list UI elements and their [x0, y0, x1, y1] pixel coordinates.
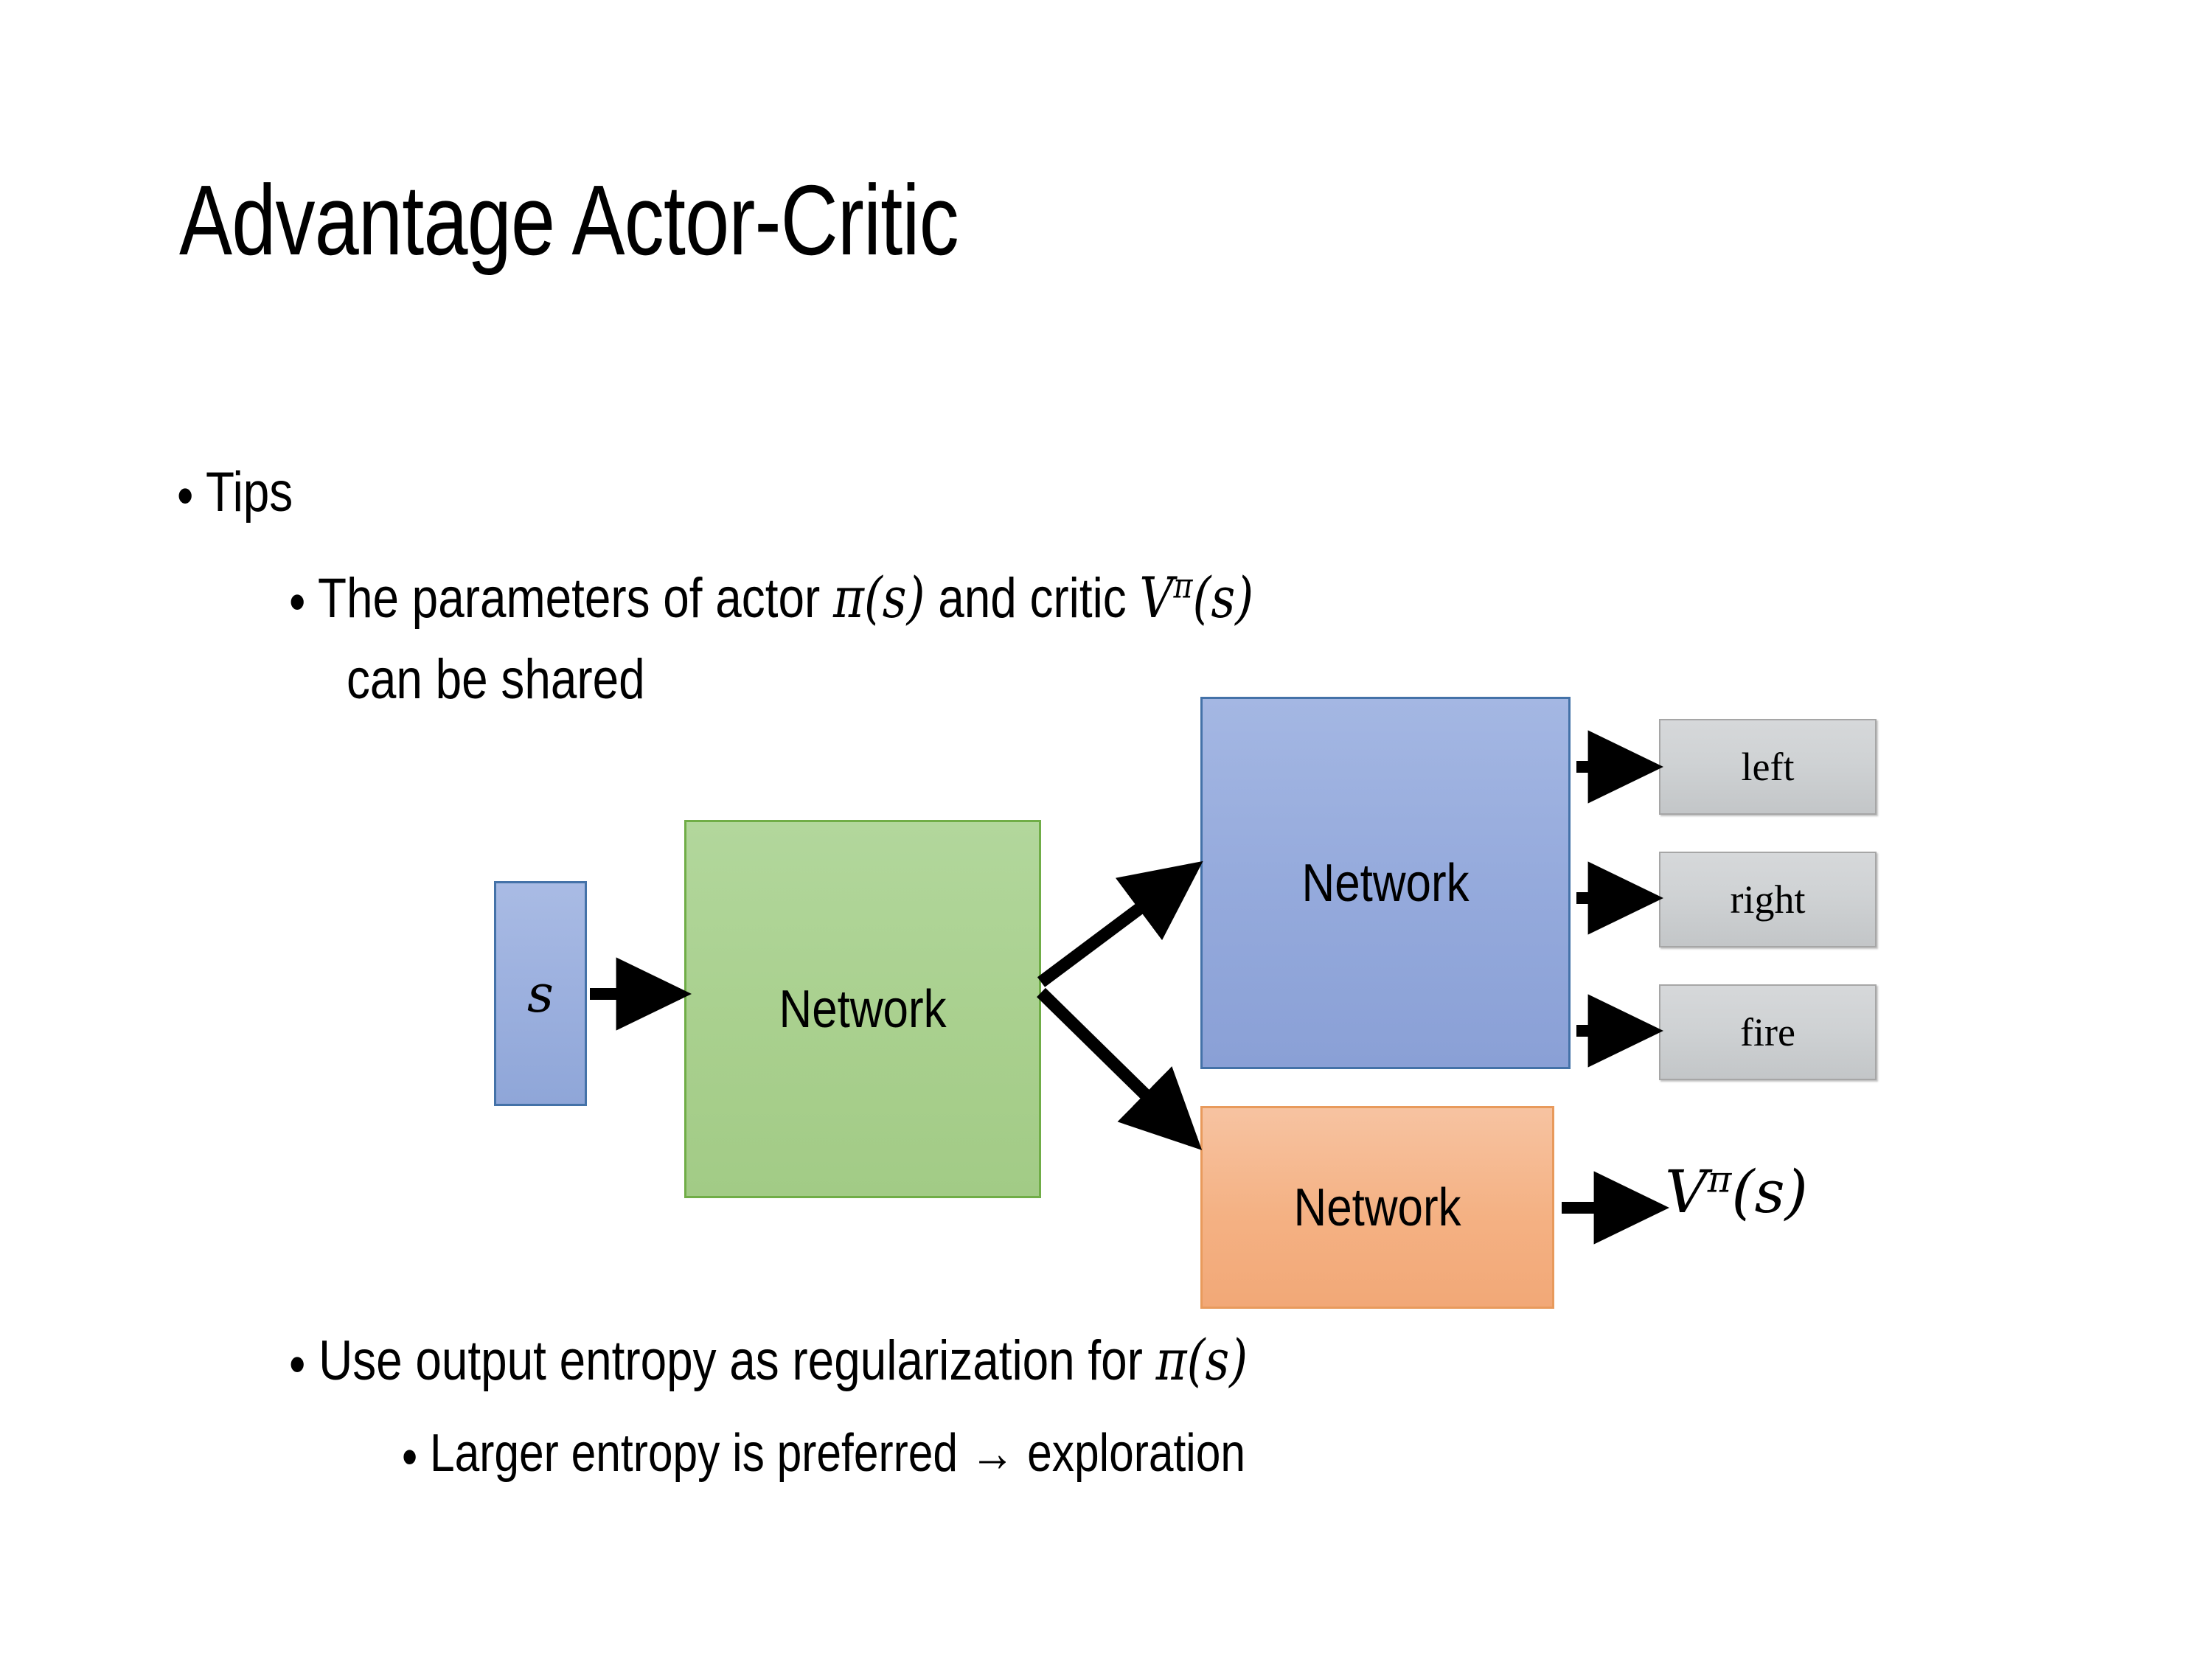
actor-network-box: Network: [1200, 697, 1571, 1069]
math-lparen: (: [1731, 1158, 1755, 1226]
state-input-box: s: [494, 881, 587, 1106]
page-title: Advantage Actor-Critic: [179, 164, 959, 276]
bullet-larger-entropy: • Larger entropy is preferred → explorat…: [402, 1423, 1406, 1487]
math-V-symbol: V: [1139, 565, 1174, 630]
arrow-shared-to-critic: [1037, 987, 1203, 1150]
bullet-dot-icon: •: [402, 1427, 418, 1486]
bullet-larger-entropy-label: Larger entropy is preferred → exploratio…: [429, 1424, 1246, 1483]
bullet-dot-icon: •: [289, 571, 306, 634]
shared-network-box: Network: [684, 820, 1041, 1198]
shared-network-label: Network: [779, 979, 947, 1039]
critic-network-label: Network: [1293, 1178, 1461, 1237]
bullet-parameters-line1: • The parameters of actor π(s) and criti…: [289, 565, 1437, 634]
action-fire-label: fire: [1740, 1010, 1795, 1054]
bullet-parameters-text-mid: and critic: [925, 567, 1140, 630]
action-right-box: right: [1659, 852, 1877, 947]
math-lparen: (: [1186, 1327, 1206, 1393]
math-state-symbol: s: [1211, 565, 1236, 630]
math-lparen: (: [1192, 565, 1211, 630]
action-right-label: right: [1730, 877, 1806, 922]
math-rparen: ): [906, 565, 925, 630]
bullet-parameters-line2-label: can be shared: [347, 648, 645, 711]
bullet-tips: • Tips: [177, 460, 315, 528]
bullet-entropy-regularization: • Use output entropy as regularization f…: [289, 1327, 1430, 1397]
bullet-tips-label: Tips: [205, 461, 293, 524]
math-pi-symbol: π: [1155, 1327, 1187, 1393]
action-left-label: left: [1741, 745, 1795, 789]
math-state-symbol: s: [1754, 1158, 1785, 1226]
action-left-box: left: [1659, 719, 1877, 815]
math-state-symbol: s: [882, 565, 907, 630]
math-pi-superscript: π: [1707, 1158, 1732, 1201]
math-pi-superscript: π: [1173, 566, 1193, 607]
arrow-shared-to-actor: [1037, 860, 1203, 987]
state-input-label: s: [527, 963, 554, 1024]
math-state-symbol: s: [1205, 1327, 1230, 1393]
math-pi-symbol: π: [832, 565, 864, 630]
math-rparen: ): [1229, 1327, 1248, 1393]
value-function-output: Vπ(s): [1665, 1158, 1808, 1226]
bullet-entropy-text: Use output entropy as regularization for: [319, 1329, 1156, 1392]
critic-network-box: Network: [1200, 1106, 1554, 1309]
bullet-dot-icon: •: [289, 1333, 306, 1397]
actor-network-label: Network: [1301, 853, 1470, 913]
bullet-parameters-text: The parameters of actor: [317, 567, 833, 630]
math-rparen: ): [1784, 1158, 1808, 1226]
math-rparen: ): [1235, 565, 1254, 630]
math-lparen: (: [863, 565, 883, 630]
math-V-symbol: V: [1665, 1158, 1708, 1226]
action-fire-box: fire: [1659, 984, 1877, 1080]
bullet-parameters-line2: can be shared: [347, 647, 702, 712]
bullet-dot-icon: •: [177, 465, 194, 528]
